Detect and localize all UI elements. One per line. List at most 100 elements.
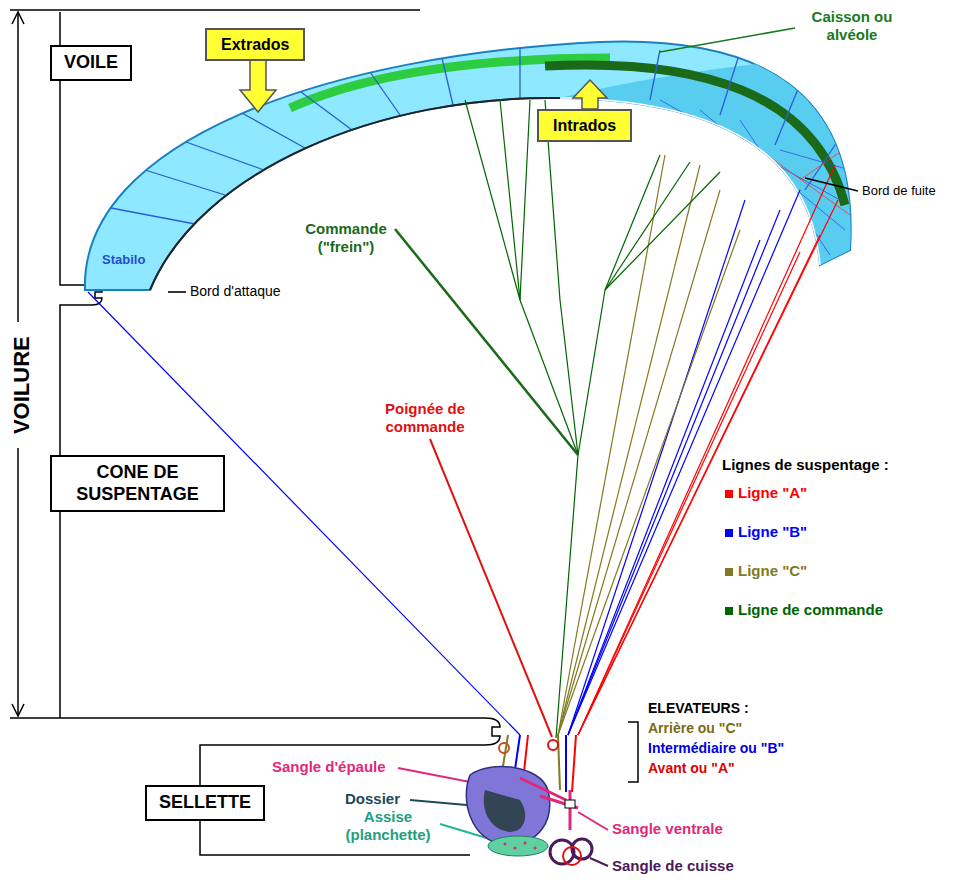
surface-arrows xyxy=(573,80,607,109)
suspension-lines xyxy=(605,155,660,290)
part-label: Dossier xyxy=(345,790,400,808)
legend-heading: Lignes de suspentage : xyxy=(722,456,889,474)
wing-canopy xyxy=(519,48,520,100)
suspension-lines xyxy=(568,240,760,735)
legend-text: Ligne de commande xyxy=(738,601,883,618)
risers-and-harness xyxy=(484,790,525,832)
suspension-lines xyxy=(465,100,520,300)
leader-lines xyxy=(578,812,608,830)
legend-entry: Ligne "A" xyxy=(725,484,807,502)
suspension-lines xyxy=(556,455,578,738)
risers-and-harness xyxy=(569,790,572,830)
wing-canopy xyxy=(301,92,352,130)
dimension-brackets xyxy=(12,12,24,24)
part-label: Assise (planchette) xyxy=(338,808,438,844)
wing-canopy xyxy=(775,72,805,145)
suspension-lines xyxy=(578,165,835,735)
section-box: SELLETTE xyxy=(145,785,265,821)
leader-lines xyxy=(805,178,858,191)
riser-label: Intermédiaire ou "B" xyxy=(648,740,784,757)
leader-lines xyxy=(168,28,858,866)
risers-and-harness xyxy=(499,743,509,753)
part-label: Bord de fuite xyxy=(862,183,936,199)
box-text: Intrados xyxy=(553,116,616,135)
dimension-brackets xyxy=(17,12,19,322)
wing-canopy xyxy=(650,50,660,100)
risers-and-harness xyxy=(504,843,507,846)
part-label: Stabilo xyxy=(100,252,147,268)
risers-and-harness xyxy=(534,847,537,850)
wing-canopy xyxy=(700,110,845,230)
box-text: VOILE xyxy=(64,52,118,74)
wing-canopy xyxy=(800,145,850,180)
leader-lines xyxy=(430,439,552,737)
wing-canopy xyxy=(442,58,453,105)
wing-canopy xyxy=(145,170,225,195)
wing-canopy xyxy=(660,100,850,255)
surface-arrows xyxy=(240,58,607,112)
suspension-lines xyxy=(605,162,690,290)
risers-and-harness xyxy=(572,735,576,792)
suspension-lines xyxy=(578,235,820,735)
suspension-lines xyxy=(558,155,740,735)
wing-canopy xyxy=(240,112,305,148)
wing-canopy xyxy=(150,98,560,290)
dimension-brackets xyxy=(60,12,102,718)
wing-canopy xyxy=(370,72,400,115)
part-label: Caisson ou alvéole xyxy=(797,8,907,44)
surface-callout: Extrados xyxy=(205,28,305,61)
dimension-brackets xyxy=(12,704,24,716)
suspension-lines xyxy=(520,300,578,455)
wing-canopy xyxy=(111,48,870,265)
suspension-lines xyxy=(88,100,838,738)
suspension-lines xyxy=(560,300,578,455)
dimension-label: VOILURE xyxy=(9,334,35,436)
wing-canopy xyxy=(111,208,195,224)
suspension-lines xyxy=(88,292,520,735)
risers-and-harness xyxy=(524,842,527,845)
legend-text: Ligne "B" xyxy=(738,523,807,540)
legend-entry: Ligne de commande xyxy=(725,601,883,619)
suspension-lines xyxy=(578,290,605,455)
suspension-lines xyxy=(568,200,745,735)
wing-canopy xyxy=(85,42,870,290)
part-label: Sangle de cuisse xyxy=(612,857,734,875)
risers-and-harness xyxy=(563,847,581,865)
risers-and-harness xyxy=(548,740,558,750)
suspension-lines xyxy=(578,165,838,735)
part-label: Poignée de commande xyxy=(375,400,475,436)
wing-canopy xyxy=(720,52,740,115)
suspension-lines xyxy=(558,230,740,735)
risers-and-harness xyxy=(466,767,549,845)
suspension-lines xyxy=(558,165,700,735)
box-text: Extrados xyxy=(221,35,289,54)
riser-label: Avant ou "A" xyxy=(648,760,735,777)
risers-and-harness xyxy=(565,735,567,792)
part-label: Sangle ventrale xyxy=(612,820,723,838)
risers-and-harness xyxy=(550,840,574,864)
box-text: CONE DE SUSPENTAGE xyxy=(64,462,211,505)
risers-and-harness xyxy=(565,800,575,808)
box-text: SELLETTE xyxy=(159,792,251,814)
legend-swatch xyxy=(725,568,733,576)
riser-label: Arrière ou "C" xyxy=(648,720,742,737)
leader-lines xyxy=(660,28,795,52)
section-box: CONE DE SUSPENTAGE xyxy=(50,455,225,512)
suspension-lines xyxy=(558,190,720,735)
risers-and-harness xyxy=(488,836,548,856)
dimension-brackets xyxy=(10,9,420,11)
part-label: Commande ("frein") xyxy=(300,220,392,256)
risers-and-harness xyxy=(520,778,578,830)
part-label: Bord d'attaque xyxy=(190,283,281,300)
leader-lines xyxy=(590,858,608,866)
dimension-brackets xyxy=(10,718,500,855)
legend-swatch xyxy=(725,607,733,615)
wing-canopy xyxy=(780,150,850,170)
suspension-lines xyxy=(605,172,720,290)
risers-and-harness xyxy=(540,796,578,808)
leader-lines xyxy=(628,722,638,782)
leader-lines xyxy=(168,291,186,293)
dimension-brackets xyxy=(17,448,19,716)
